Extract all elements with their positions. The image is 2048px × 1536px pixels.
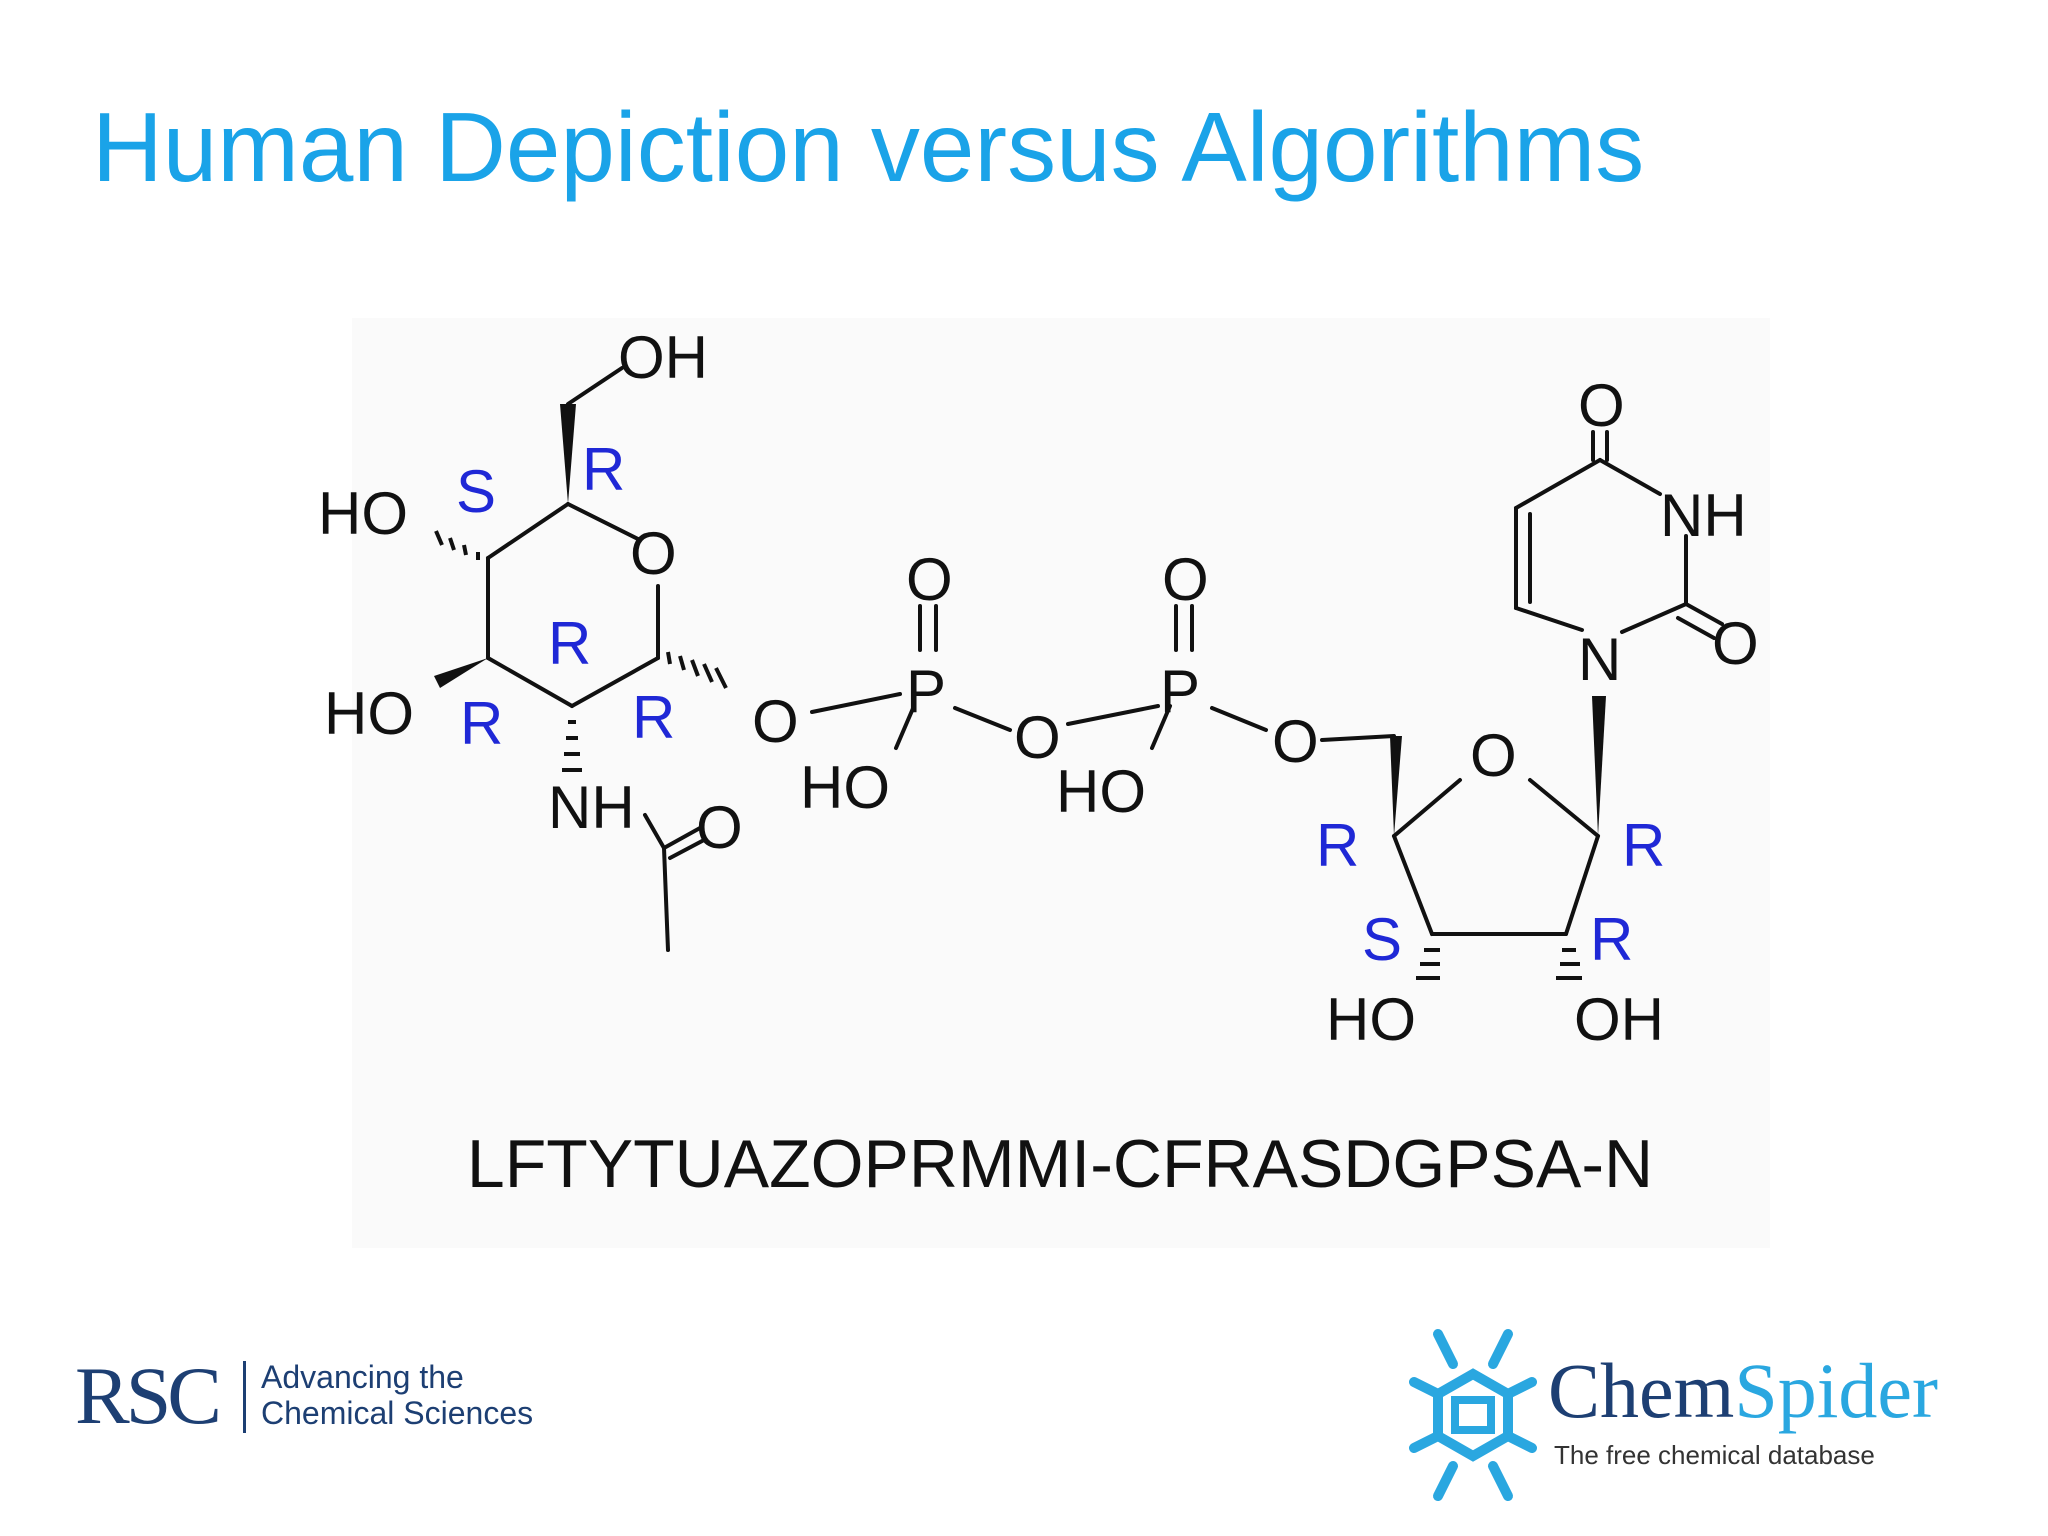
bond	[643, 813, 666, 850]
hashed-bonds	[434, 530, 1582, 980]
chemspider-name: ChemSpider	[1548, 1352, 1938, 1430]
bond	[566, 502, 642, 542]
bond	[1392, 834, 1434, 936]
chemspider-name-part1: Chem	[1548, 1347, 1735, 1434]
bond	[570, 656, 660, 708]
atom-label: O	[1014, 704, 1061, 771]
spider-icon	[1409, 1329, 1537, 1501]
chemspider-name-part2: Spider	[1734, 1347, 1938, 1434]
bond	[1066, 704, 1160, 726]
rsc-logo: RSC Advancing the Chemical Sciences	[75, 1355, 555, 1445]
bond	[1150, 704, 1172, 750]
stereo-label: R	[582, 436, 625, 503]
atom-label: HO	[318, 480, 408, 547]
wedge-bond	[1592, 696, 1606, 836]
inchikey: LFTYTUAZOPRMMI-CFRASDGPSA-N	[466, 1126, 1654, 1202]
bond	[953, 706, 1012, 732]
atom-label: NH	[1660, 482, 1747, 549]
atom-label: HO	[800, 754, 890, 821]
atom-label: O	[696, 794, 743, 861]
bond	[894, 704, 916, 750]
bond	[1514, 458, 1602, 510]
rsc-separator	[243, 1361, 246, 1433]
stereo-label: R	[1590, 906, 1633, 973]
wedge-bond	[1390, 736, 1402, 836]
atom-label: HO	[1326, 986, 1416, 1053]
wedge-bond	[560, 404, 576, 504]
atom-label: O	[752, 688, 799, 755]
chemspider-tagline: The free chemical database	[1554, 1440, 1875, 1470]
slide-title: Human Depiction versus Algorithms	[92, 92, 1645, 202]
bond	[1620, 602, 1688, 634]
bond	[1210, 706, 1268, 732]
atom-label: P	[1160, 658, 1200, 725]
bond-lines	[434, 366, 1724, 952]
bond	[662, 846, 670, 952]
bond	[1564, 834, 1600, 936]
bond	[1528, 778, 1600, 838]
atom-label: OH	[618, 324, 708, 391]
atom-label: HO	[324, 680, 414, 747]
atom-label: O	[1712, 610, 1759, 677]
bond	[1684, 602, 1724, 626]
atom-label: O	[630, 520, 677, 587]
atom-label: P	[906, 658, 946, 725]
atom-label: O	[1578, 372, 1625, 439]
wedge-bond	[434, 658, 488, 688]
bond	[1392, 778, 1462, 838]
rsc-mark: RSC	[75, 1350, 222, 1441]
stereo-label: S	[1362, 906, 1402, 973]
atom-label: O	[906, 546, 953, 613]
bond	[1320, 734, 1396, 742]
stereo-label: R	[1316, 812, 1359, 879]
atom-label: N	[1578, 626, 1621, 693]
bond	[566, 366, 624, 406]
atom-label: O	[1162, 546, 1209, 613]
rsc-tagline-1: Advancing the	[261, 1359, 464, 1395]
bond	[486, 502, 570, 560]
bond	[486, 656, 574, 708]
bond	[810, 692, 902, 714]
bond	[1676, 616, 1716, 640]
bond	[1598, 458, 1662, 496]
stereo-label: R	[632, 684, 675, 751]
atom-label: HO	[1056, 758, 1146, 825]
chemspider-logo: ChemSpider The free chemical database	[1400, 1322, 1980, 1512]
stereo-label: R	[1622, 812, 1665, 879]
atom-label: NH	[548, 774, 635, 841]
atom-label: O	[1272, 708, 1319, 775]
atom-labels: OH HO HO O NH O O P O HO O P O HO O O HO…	[318, 324, 1759, 1053]
atom-label: OH	[1574, 986, 1664, 1053]
stereo-label: R	[548, 610, 591, 677]
stereo-labels: R S R R R R R S R	[456, 436, 1665, 973]
bond	[668, 838, 706, 860]
rsc-tagline-2: Chemical Sciences	[261, 1395, 534, 1431]
bond	[662, 826, 702, 850]
bond	[1514, 606, 1584, 632]
atom-label: O	[1470, 722, 1517, 789]
stereo-label: R	[460, 690, 503, 757]
spider-icon-shape	[1409, 1329, 1537, 1501]
stereo-label: S	[456, 458, 496, 525]
